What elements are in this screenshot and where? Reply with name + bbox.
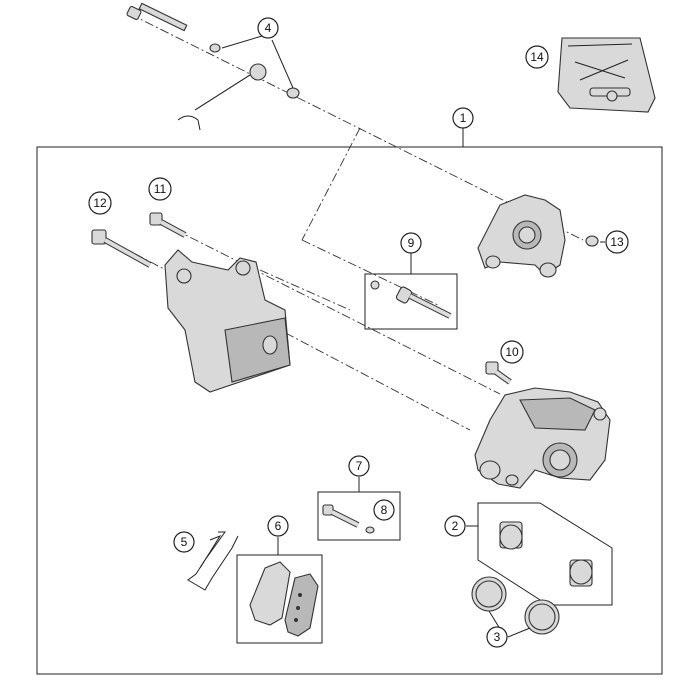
- svg-text:14: 14: [530, 50, 544, 64]
- piston-2a: [499, 521, 523, 550]
- bolt-12: [91, 229, 152, 268]
- callout-13: 13: [605, 230, 629, 254]
- callout-3-leader-b: [507, 627, 531, 638]
- guide-pin-9: [370, 280, 452, 319]
- pad-spring-5: [187, 531, 239, 591]
- callout-11: 11: [148, 177, 172, 201]
- caliper-carrier-small: [477, 194, 566, 278]
- callout-3: 3: [486, 626, 508, 648]
- callout-12: 12: [88, 191, 112, 215]
- top-pin: [177, 63, 267, 131]
- svg-text:7: 7: [356, 459, 363, 473]
- caliper-bracket: [164, 249, 291, 393]
- o-ring-13: [585, 235, 599, 247]
- callout-7: 7: [348, 455, 370, 477]
- kit-package-drawing: [557, 37, 656, 113]
- callout-6: 6: [267, 515, 289, 537]
- item-6-box: [236, 554, 323, 644]
- svg-text:11: 11: [154, 182, 167, 196]
- assembly-frame: [36, 146, 663, 675]
- callout-5: 5: [173, 531, 195, 553]
- callout-10: 10: [500, 340, 524, 364]
- item-9-box: [364, 273, 458, 330]
- callout-8: 8: [373, 499, 395, 521]
- svg-text:4: 4: [265, 21, 272, 35]
- svg-text:3: 3: [494, 630, 501, 644]
- callout-2: 2: [444, 515, 466, 537]
- callout-9: 9: [400, 232, 422, 254]
- svg-text:8: 8: [381, 503, 388, 517]
- svg-text:1: 1: [460, 111, 467, 125]
- svg-text:13: 13: [610, 235, 624, 249]
- brake-pads-6: [249, 561, 319, 637]
- bleeder-cap-8: [365, 526, 375, 534]
- svg-text:6: 6: [275, 519, 282, 533]
- callout-1: 1: [452, 107, 474, 129]
- top-pin-bolt: [126, 2, 188, 32]
- svg-text:2: 2: [452, 519, 459, 533]
- brake-caliper: [474, 387, 611, 489]
- bleeder-screw-7: [322, 504, 360, 528]
- svg-text:10: 10: [505, 345, 519, 359]
- bolt-11: [149, 212, 187, 238]
- svg-text:5: 5: [181, 535, 188, 549]
- piston-2b: [569, 559, 593, 587]
- item-2-box: [477, 502, 613, 606]
- svg-text:12: 12: [93, 196, 107, 210]
- callout-4: 4: [257, 17, 279, 39]
- callout-4-leader-a: [221, 35, 263, 49]
- callout-4-leader-b: [271, 39, 294, 89]
- svg-text:9: 9: [408, 236, 415, 250]
- piston-seals-3: [471, 576, 560, 635]
- callout-14: 14: [525, 45, 549, 69]
- bolt-10: [485, 361, 512, 385]
